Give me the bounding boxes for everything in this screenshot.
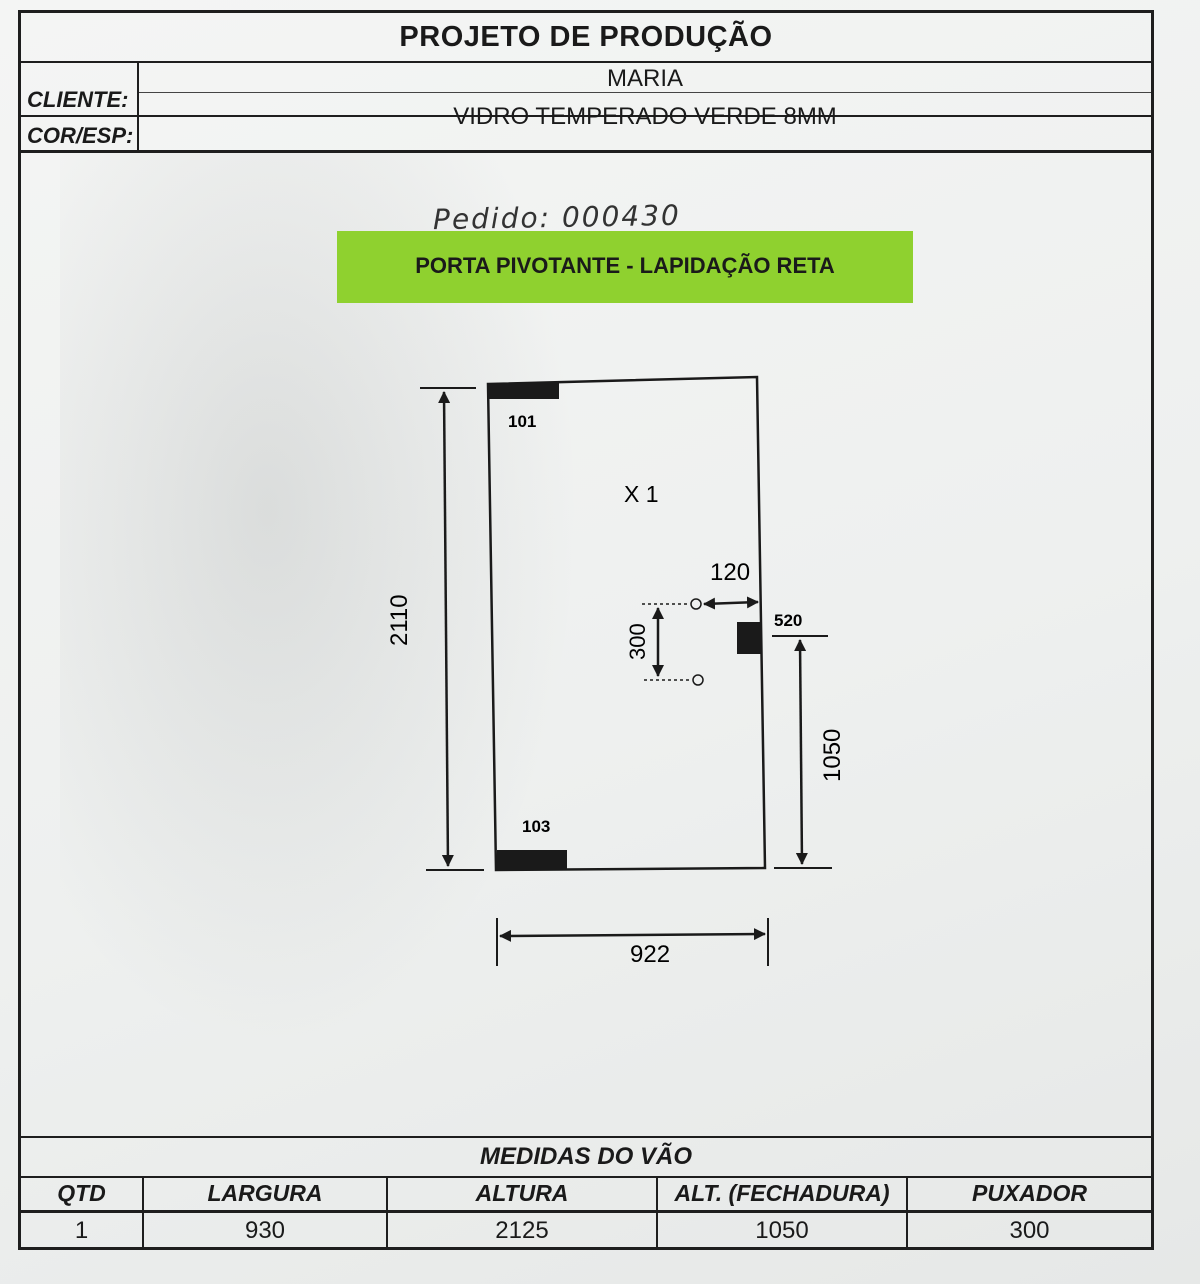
- door-outline: [486, 375, 767, 872]
- client-name: MARIA: [606, 65, 683, 92]
- top-hardware-label: 101: [508, 412, 536, 431]
- width-dimension-line: [499, 928, 766, 942]
- quantity-label: X 1: [624, 481, 659, 507]
- lock-block: [737, 622, 761, 654]
- measures-value-puxador: 300: [1009, 1217, 1050, 1244]
- client-divider: [139, 92, 1151, 93]
- client-label: CLIENTE:: [27, 87, 129, 112]
- width-label: 922: [630, 941, 670, 968]
- measures-header-row: QTD LARGURA ALTURA ALT. (FECHADURA) PUXA…: [21, 1176, 1151, 1213]
- top-hinge-block: [489, 383, 559, 399]
- height-label: 2110: [386, 594, 413, 646]
- lock-height-dimension-line: [794, 639, 808, 865]
- cor-row: COR/ESP:: [21, 117, 1151, 153]
- bottom-hardware-label: 103: [522, 817, 550, 836]
- measures-value-altura: 2125: [387, 1211, 658, 1249]
- height-dimension-line: [438, 391, 454, 867]
- measures-table: QTD LARGURA ALTURA ALT. (FECHADURA) PUXA…: [21, 1176, 1151, 1249]
- title-row: PROJETO DE PRODUÇÃO: [21, 13, 1151, 63]
- handle-offset-label: 120: [710, 559, 750, 586]
- glass-spec: VIDRO TEMPERADO VERDE 8MM: [453, 103, 837, 130]
- product-banner-text: PORTA PIVOTANTE - LAPIDAÇÃO RETA: [415, 253, 835, 278]
- measures-value-fechadura: 1050: [657, 1211, 908, 1249]
- measures-section: MEDIDAS DO VÃO QTD LARGURA ALTURA ALT. (…: [21, 1136, 1151, 1249]
- measures-header-puxador: PUXADOR: [907, 1176, 1151, 1213]
- cor-label-cell: COR/ESP:: [21, 117, 139, 150]
- bottom-hinge-block: [497, 850, 567, 869]
- measures-value-largura: 930: [143, 1211, 388, 1249]
- measures-header-largura: LARGURA: [143, 1176, 388, 1213]
- handle-hole-bottom: [692, 674, 704, 686]
- client-label-cell: CLIENTE:: [21, 63, 139, 115]
- product-banner: PORTA PIVOTANTE - LAPIDAÇÃO RETA: [337, 231, 913, 303]
- handle-hole-top: [690, 598, 702, 610]
- lock-label: 520: [774, 611, 802, 630]
- production-sheet: PROJETO DE PRODUÇÃO CLIENTE: MARIA VIDRO…: [18, 10, 1154, 1250]
- handle-spacing-label: 300: [625, 623, 650, 660]
- measures-header-altura: ALTURA: [387, 1176, 658, 1213]
- cor-label: COR/ESP:: [27, 123, 134, 148]
- measures-value-qtd: 1: [21, 1211, 144, 1249]
- page-title: PROJETO DE PRODUÇÃO: [399, 21, 773, 53]
- measures-header-qtd: QTD: [21, 1176, 144, 1213]
- client-row: CLIENTE: MARIA VIDRO TEMPERADO VERDE 8MM: [21, 63, 1151, 130]
- measures-header-fechadura: ALT. (FECHADURA): [657, 1176, 908, 1213]
- handle-offset-line: [703, 596, 759, 610]
- measures-value-row: 1 930 2125 1050 300: [21, 1211, 1151, 1249]
- client-value-cell: MARIA VIDRO TEMPERADO VERDE 8MM: [139, 63, 1151, 130]
- lock-height-label: 1050: [819, 729, 846, 782]
